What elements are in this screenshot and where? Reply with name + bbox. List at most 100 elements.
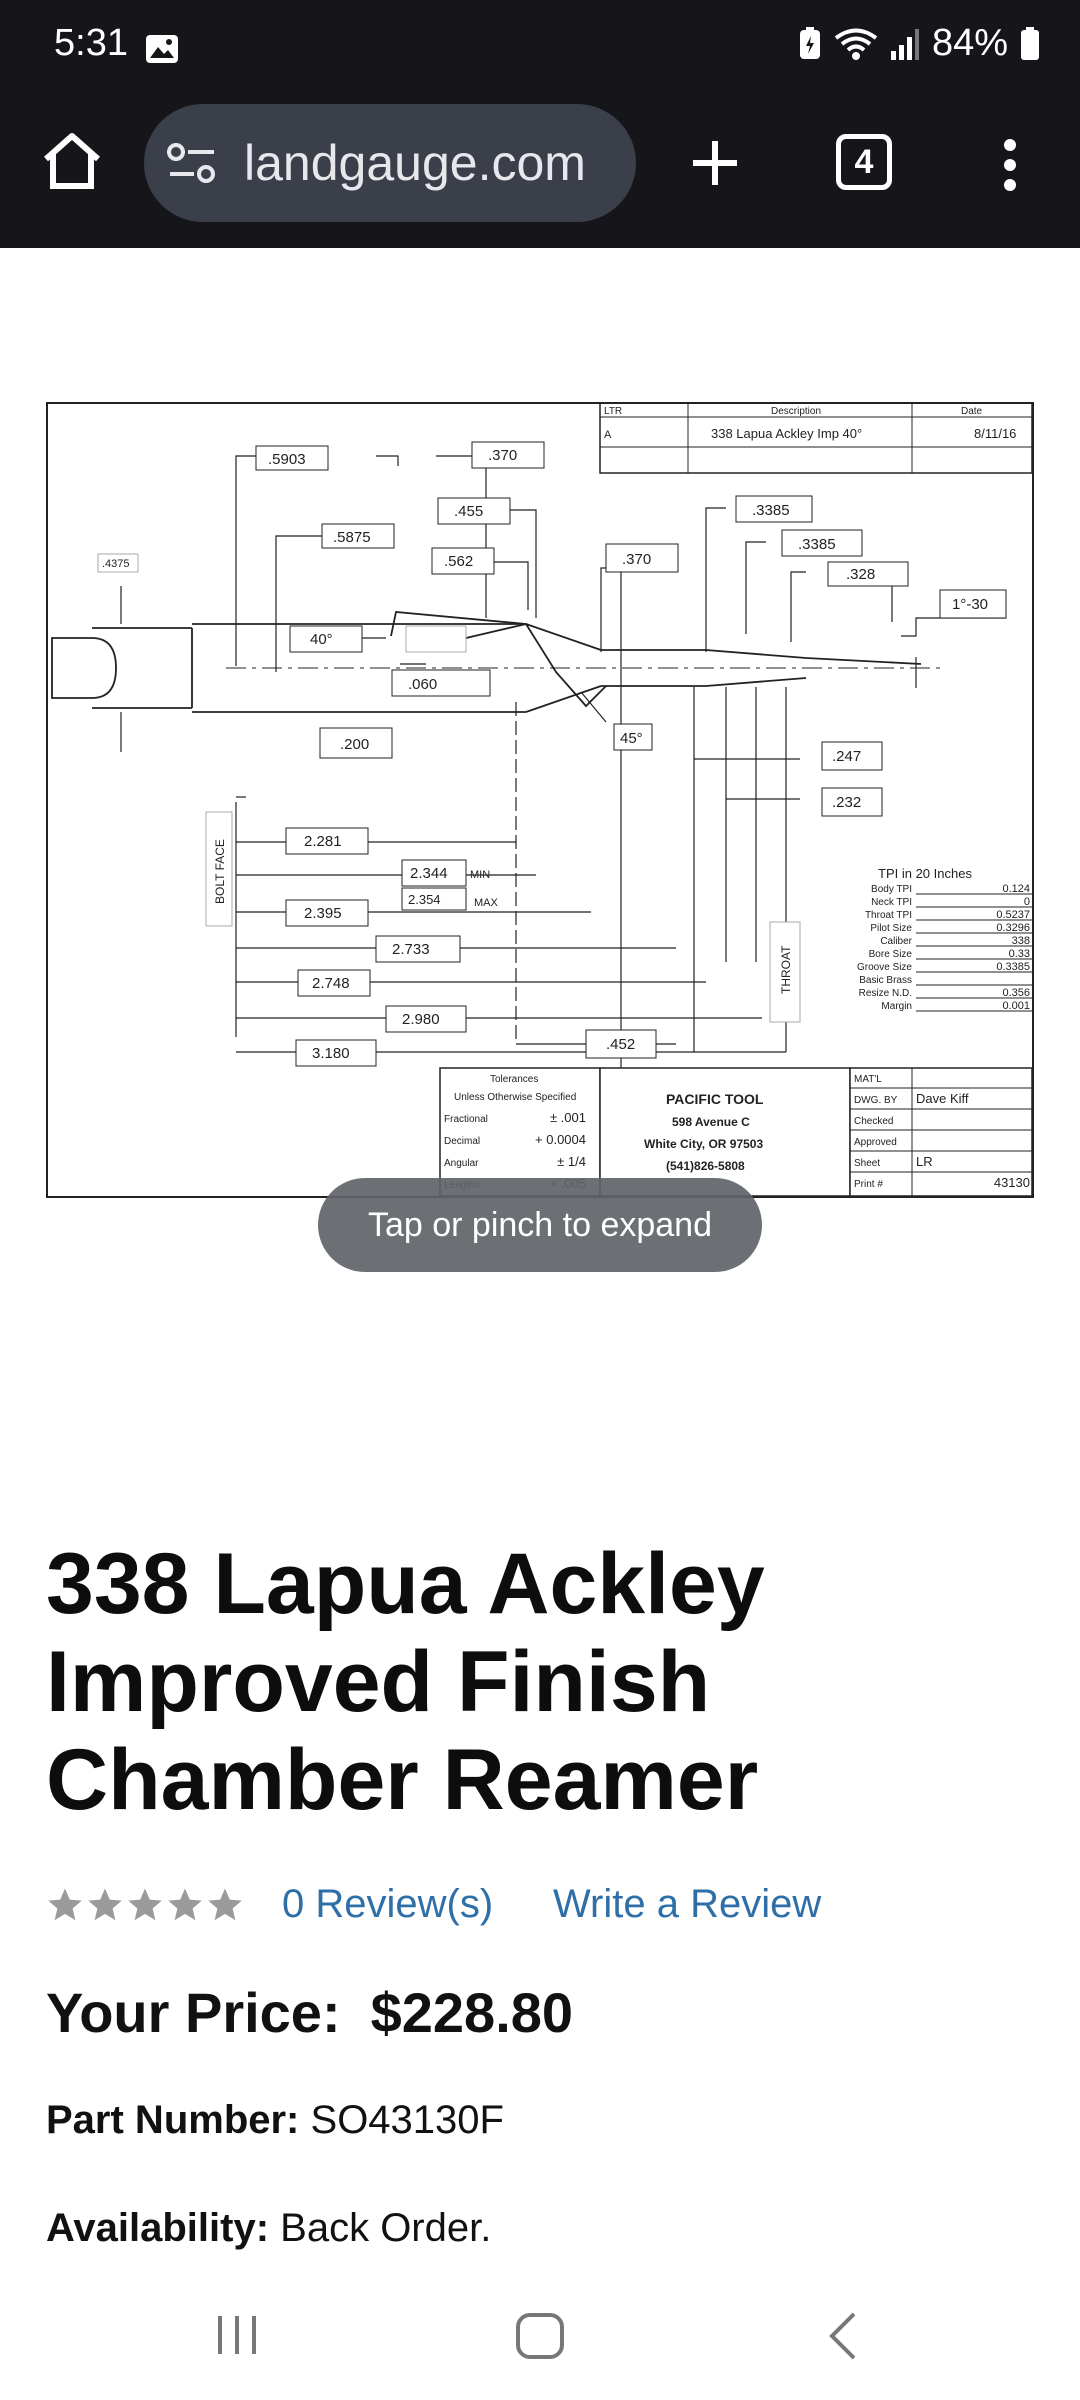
dim-min-label: MIN xyxy=(470,869,490,881)
part-number-row: Part Number: SO43130F xyxy=(46,2098,504,2143)
url-bar[interactable]: landgauge.com xyxy=(144,104,636,222)
new-tab-button[interactable] xyxy=(680,128,750,198)
dim-4375: .4375 xyxy=(102,558,130,570)
title-block-value: Dave Kiff xyxy=(916,1091,969,1106)
dim-3180: 3.180 xyxy=(312,1045,350,1062)
title-block-label: Checked xyxy=(854,1116,893,1127)
photo-notification-icon xyxy=(145,34,179,69)
tpi-row-label: Resize N.D. xyxy=(859,988,912,999)
home-button[interactable] xyxy=(36,125,108,197)
system-navigation-bar xyxy=(0,2290,1080,2400)
tpi-row-label: Neck TPI xyxy=(871,897,912,908)
star-icon xyxy=(48,1888,82,1921)
tolerance-row-label: Angular xyxy=(444,1158,479,1169)
wifi-icon xyxy=(834,27,878,61)
reamer-drawing-image[interactable]: LTR Description Date A 338 Lapua Ackley … xyxy=(46,402,1034,1198)
write-review-link[interactable]: Write a Review xyxy=(553,1882,822,1926)
dim-3385-second: .3385 xyxy=(798,536,836,553)
battery-icon xyxy=(1020,26,1040,61)
tolerance-title: Tolerances xyxy=(490,1074,538,1085)
signal-icon xyxy=(890,27,920,61)
tolerance-row-value: ± 1/4 xyxy=(557,1154,586,1169)
tpi-row-value: 0.356 xyxy=(1002,987,1030,999)
rev-ltr: A xyxy=(604,429,612,441)
tap-to-expand-toast[interactable]: Tap or pinch to expand xyxy=(318,1178,762,1272)
dim-452: .452 xyxy=(606,1036,635,1053)
price-value: $228.80 xyxy=(370,1981,574,2044)
dim-2748: 2.748 xyxy=(312,975,350,992)
battery-saver-icon xyxy=(798,26,822,61)
url-text[interactable]: landgauge.com xyxy=(244,135,586,191)
product-title: 338 Lapua Ackley Improved Finish Chamber… xyxy=(46,1536,765,1828)
company-phone: (541)826-5808 xyxy=(666,1159,745,1173)
star-icon xyxy=(168,1888,202,1921)
dim-2980: 2.980 xyxy=(402,1011,440,1028)
tab-switcher-button[interactable]: 4 xyxy=(836,134,892,190)
title-block-value: LR xyxy=(916,1154,933,1169)
dim-370-neck: .370 xyxy=(488,447,517,464)
tpi-row-value: 338 xyxy=(1012,935,1030,947)
tpi-row-value: 0 xyxy=(1024,896,1030,908)
status-icons: 84% xyxy=(798,22,1040,65)
back-button[interactable] xyxy=(820,2310,866,2367)
tpi-row-value: 0.5237 xyxy=(996,909,1030,921)
availability-label: Availability: xyxy=(46,2206,270,2250)
browser-menu-button[interactable] xyxy=(990,130,1030,200)
tolerance-row-label: Fractional xyxy=(444,1114,488,1125)
price-label: Your Price: xyxy=(46,1981,341,2044)
title-block-label: Print # xyxy=(854,1179,883,1190)
dim-3385-top: .3385 xyxy=(752,502,790,519)
tpi-row-label: Throat TPI xyxy=(865,910,912,921)
rev-header-date: Date xyxy=(961,406,983,417)
tpi-row-value: 0.3385 xyxy=(996,961,1030,973)
home-icon xyxy=(44,133,100,189)
company-city: White City, OR 97503 xyxy=(644,1137,763,1151)
system-home-button[interactable] xyxy=(514,2310,566,2367)
dim-2281: 2.281 xyxy=(304,833,342,850)
part-number-value: SO43130F xyxy=(310,2098,504,2142)
rev-date: 8/11/16 xyxy=(974,426,1016,441)
plus-icon xyxy=(693,141,737,185)
rev-header-description: Description xyxy=(771,406,821,417)
browser-top-bar: 5:31 84% landgauge.com 4 xyxy=(0,0,1080,248)
site-settings-icon[interactable] xyxy=(166,140,218,191)
dim-angle-45: 45° xyxy=(620,730,643,747)
tpi-row-label: Groove Size xyxy=(857,962,912,973)
tpi-title: TPI in 20 Inches xyxy=(878,866,972,881)
title-block-label: Approved xyxy=(854,1137,897,1148)
tolerance-row-label: Decimal xyxy=(444,1136,480,1147)
status-time: 5:31 xyxy=(54,22,128,64)
back-chevron-icon xyxy=(829,2312,856,2360)
dim-328: .328 xyxy=(846,566,875,583)
star-icon xyxy=(88,1888,122,1921)
tolerance-block: Tolerances Unless Otherwise Specified Fr… xyxy=(439,1067,601,1197)
dim-5903: .5903 xyxy=(268,451,306,468)
dim-max-label: MAX xyxy=(474,897,499,909)
star-icon xyxy=(128,1888,162,1921)
availability-value: Back Order. xyxy=(280,2206,492,2250)
throat-label: THROAT xyxy=(779,945,793,994)
company-street: 598 Avenue C xyxy=(672,1115,750,1129)
dim-232: .232 xyxy=(832,794,861,811)
dim-angle-40: 40° xyxy=(310,631,333,648)
recents-button[interactable] xyxy=(212,2310,262,2365)
part-number-label: Part Number: xyxy=(46,2098,300,2142)
title-block-label: DWG. BY xyxy=(854,1095,898,1106)
rev-description: 338 Lapua Ackley Imp 40° xyxy=(711,426,862,441)
dimension-labels: .5903 .5875 .4375 .370 .455 .562 .370 .3… xyxy=(97,441,1007,1067)
dim-taper: 1°-30 xyxy=(952,596,988,613)
revision-table: LTR Description Date A 338 Lapua Ackley … xyxy=(599,402,1033,474)
tpi-row-value: 0.124 xyxy=(1002,883,1030,895)
tpi-row-value: 0.001 xyxy=(1002,1000,1030,1012)
dim-060: .060 xyxy=(408,676,437,693)
reviews-link[interactable]: 0 Review(s) xyxy=(282,1882,494,1926)
tpi-row-label: Caliber xyxy=(880,936,912,947)
dim-5875: .5875 xyxy=(333,529,371,546)
more-vert-icon xyxy=(1004,139,1016,191)
tpi-row-value: 0.33 xyxy=(1009,948,1030,960)
dim-2395: 2.395 xyxy=(304,905,342,922)
title-block-label: MAT'L xyxy=(854,1074,882,1085)
dim-247: .247 xyxy=(832,748,861,765)
